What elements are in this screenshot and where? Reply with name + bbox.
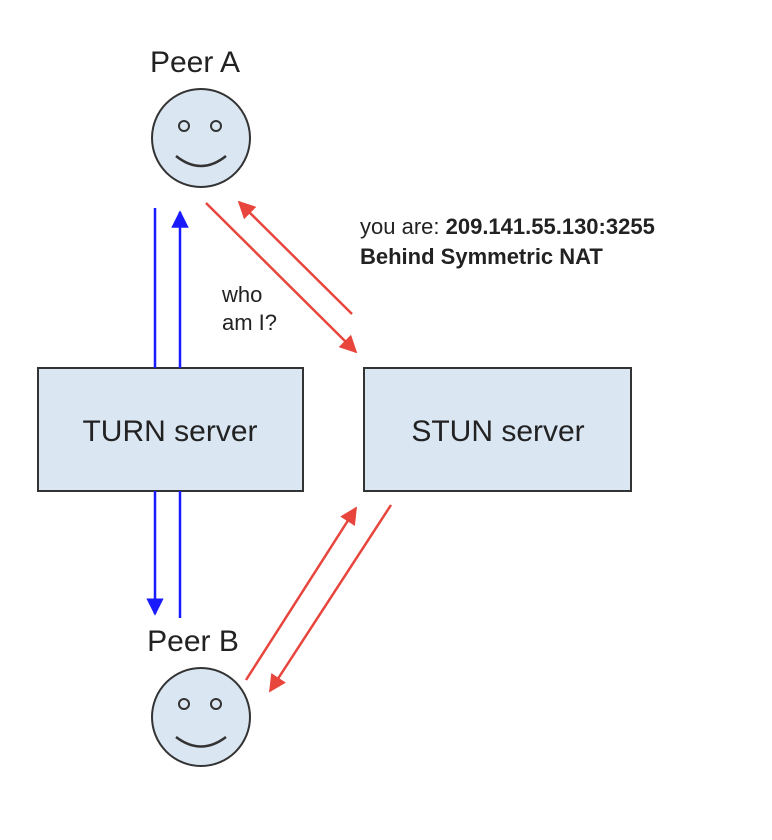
turn-server: TURN server xyxy=(37,367,304,492)
stun-arrow-a-request xyxy=(205,202,358,354)
query-line-2: am I? xyxy=(222,310,277,335)
turn-relay-arrows xyxy=(146,208,189,618)
smiley-face-icon xyxy=(151,88,251,188)
response-address: 209.141.55.130:3255 xyxy=(446,214,655,239)
stun-arrow-a-response xyxy=(237,200,353,315)
peer-a-label: Peer A xyxy=(150,46,240,79)
response-line-1: you are: 209.141.55.130:3255 xyxy=(360,214,655,239)
stun-arrows xyxy=(205,200,393,693)
stun-arrow-b-response xyxy=(268,504,393,693)
peer-a: Peer A xyxy=(150,46,251,188)
response-prefix: you are: xyxy=(360,214,446,239)
query-annotation: who am I? xyxy=(221,282,277,335)
stun-arrow-b-request xyxy=(244,506,358,681)
turn-server-label: TURN server xyxy=(82,415,257,448)
peer-b-label: Peer B xyxy=(147,625,239,658)
query-line-1: who xyxy=(221,282,262,307)
response-annotation: you are: 209.141.55.130:3255 Behind Symm… xyxy=(360,214,655,269)
stun-server: STUN server xyxy=(363,367,632,492)
peer-b: Peer B xyxy=(147,625,251,767)
smiley-face-icon xyxy=(151,667,251,767)
response-nat: Behind Symmetric NAT xyxy=(360,244,603,269)
stun-server-label: STUN server xyxy=(411,415,584,448)
